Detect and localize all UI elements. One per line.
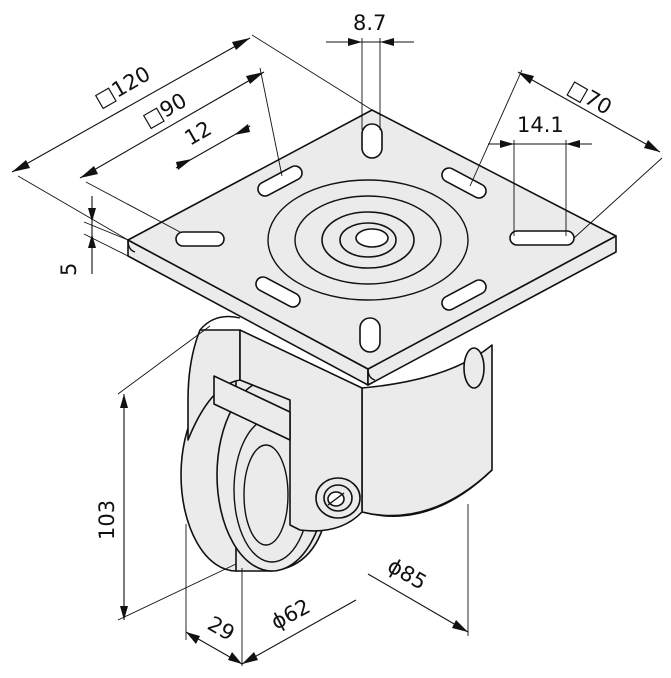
- dimension-label: □120: [91, 62, 155, 113]
- plate-slot: [257, 165, 303, 197]
- plate-slot: [441, 279, 487, 311]
- dimension-label: 5: [57, 263, 81, 276]
- dimension-label: 8.7: [353, 11, 386, 35]
- plate-slot: [255, 276, 301, 308]
- dimension-wheel-diameter: ϕ62: [241, 594, 357, 665]
- dimension-housing-diameter: ϕ85: [367, 504, 469, 636]
- dimension-slot-spacing-right: 14.1: [488, 113, 592, 236]
- mounting-plate: [127, 109, 617, 386]
- plate-slot: [359, 317, 381, 353]
- plate-slot: [361, 123, 383, 159]
- dimension-label: ϕ62: [267, 594, 314, 634]
- plate-slot: [509, 230, 575, 246]
- dimension-label: 14.1: [517, 113, 564, 137]
- dimension-label: ϕ85: [384, 554, 431, 595]
- dimension-slot-width: 12: [175, 116, 251, 170]
- plate-slot: [441, 167, 487, 199]
- plate-slot: [175, 231, 225, 247]
- dimension-label: □90: [139, 88, 191, 132]
- caster-housing: [361, 344, 493, 517]
- dimension-plate-thickness: 5: [57, 196, 129, 276]
- dimension-label: 29: [204, 612, 239, 646]
- dimension-slot-spacing-top: 8.7: [326, 11, 414, 130]
- dimension-label: 103: [95, 500, 119, 540]
- dimension-label: 12: [181, 116, 216, 150]
- dimension-overall-height: 103: [95, 325, 237, 621]
- axle-bolt: [315, 477, 361, 519]
